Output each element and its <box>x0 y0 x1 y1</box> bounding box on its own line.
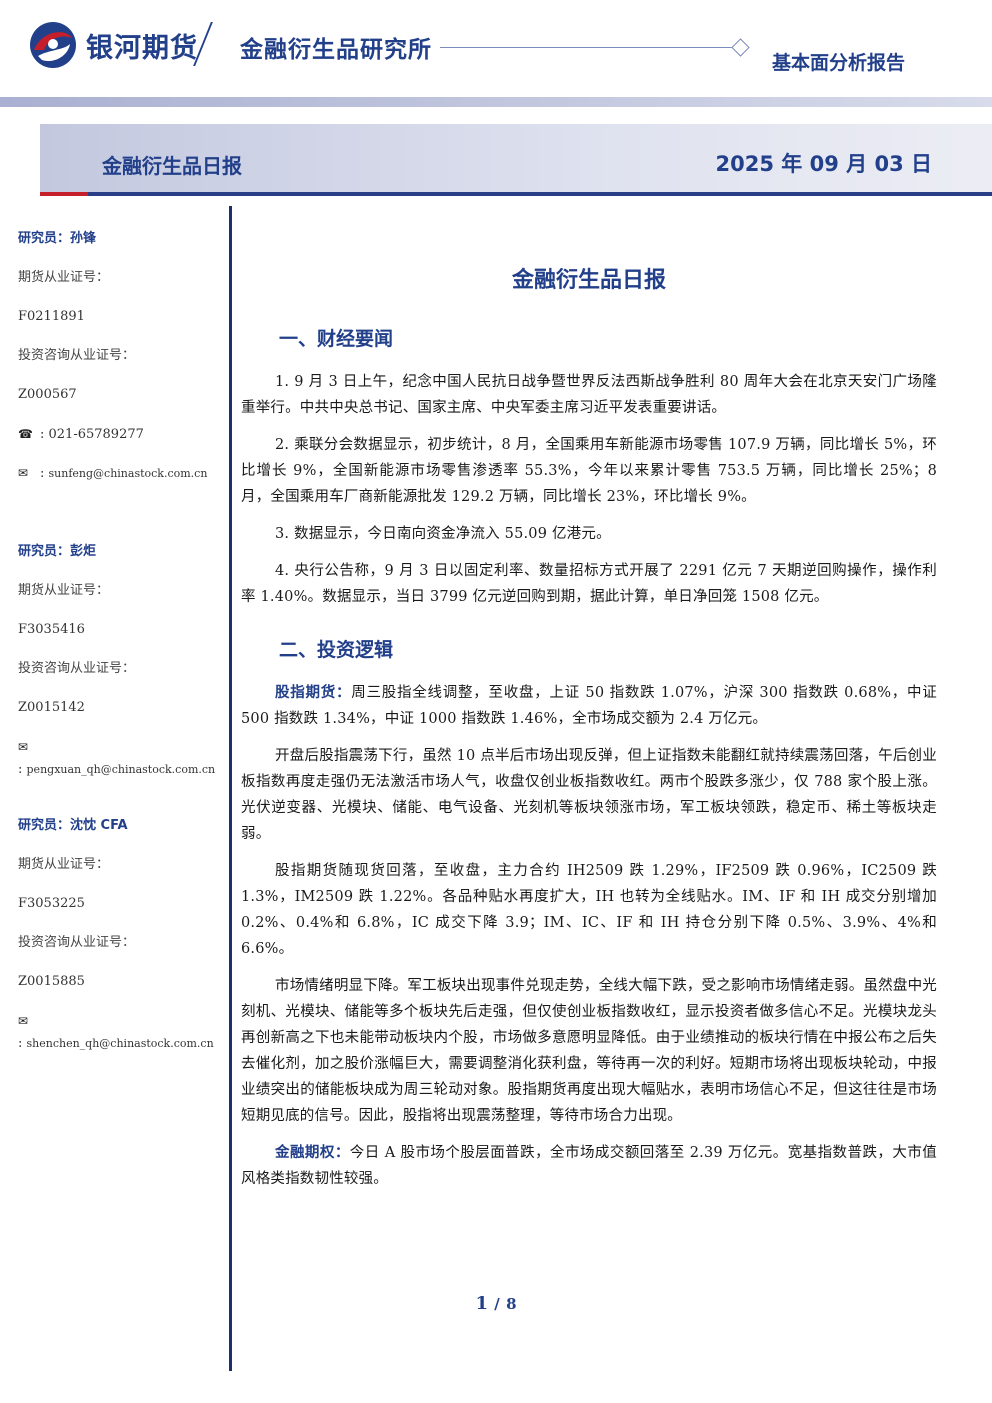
total-pages: 8 <box>506 1295 517 1313</box>
email-icon: ✉ <box>18 740 29 754</box>
invest-cert-label: 投资咨询从业证号： <box>18 348 136 363</box>
header-band <box>0 97 992 107</box>
analyst-sidebar: 研究员：孙锋 期货从业证号： F0211891 投资咨询从业证号： Z00056… <box>18 228 228 1089</box>
phone-number: 021-65789277 <box>48 427 144 442</box>
analyst-name-row: 研究员：孙锋 <box>18 228 228 267</box>
section-heading: 二、投资逻辑 <box>279 639 394 661</box>
brand-subtitle: 金融衍生品研究所 <box>240 37 432 63</box>
futures-cert: F3035416 <box>18 622 85 637</box>
invest-cert: Z0015142 <box>18 700 85 715</box>
brand-name: 银河期货 <box>86 33 198 64</box>
news-item: 1. 9 月 3 日上午，纪念中国人民抗日战争暨世界反法西斯战争胜利 80 周年… <box>241 374 937 416</box>
email-row: ✉: pengxuan_qh@chinastock.com.cn <box>18 736 228 777</box>
invest-cert-label: 投资咨询从业证号： <box>18 935 136 950</box>
invest-cert: Z0015885 <box>18 974 85 989</box>
analyst-name-label: 研究员： <box>18 818 71 833</box>
invest-cert-label: 投资咨询从业证号： <box>18 661 136 676</box>
column-divider <box>229 206 232 1371</box>
email-address[interactable]: pengxuan_qh@chinastock.com.cn <box>26 763 216 776</box>
analyst-name-row: 研究员：沈忱 CFA <box>18 815 228 854</box>
header-rule <box>440 47 732 48</box>
logic-paragraph: 股指期货随现货回落，至收盘，主力合约 IH2509 跌 1.29%，IF2509… <box>241 863 937 957</box>
logic-paragraph: 股指期货：周三股指全线调整，至收盘，上证 50 指数跌 1.07%，沪深 300… <box>241 680 937 732</box>
page-header: 银河期货 金融衍生品研究所 基本面分析报告 <box>0 0 992 107</box>
paragraph-body: 周三股指全线调整，至收盘，上证 50 指数跌 1.07%，沪深 300 指数跌 … <box>241 685 938 727</box>
report-type: 基本面分析报告 <box>772 52 906 74</box>
email-row: ✉: sunfeng@chinastock.com.cn <box>18 462 228 501</box>
analyst-name: 沈忱 CFA <box>70 818 128 833</box>
email-address[interactable]: shenchen_qh@chinastock.com.cn <box>26 1037 214 1050</box>
galaxy-logo-icon <box>30 22 76 68</box>
logic-paragraph: 金融期权：今日 A 股市场个股层面普跌，全市场成交额回落至 2.39 万亿元。宽… <box>241 1140 937 1192</box>
news-item: 3. 数据显示，今日南向资金净流入 55.09 亿港元。 <box>275 526 611 542</box>
analyst-name-row: 研究员：彭炬 <box>18 541 228 580</box>
futures-cert-label: 期货从业证号： <box>18 583 110 598</box>
current-page: 1 <box>475 1293 489 1314</box>
logic-paragraph: 市场情绪明显下降。军工板块出现事件兑现走势，全线大幅下跌，受之影响市场情绪走弱。… <box>241 978 937 1124</box>
email-address[interactable]: sunfeng@chinastock.com.cn <box>48 467 208 480</box>
title-accent <box>40 192 88 196</box>
news-item: 2. 乘联分会数据显示，初步统计，8 月，全国乘用车新能源市场零售 107.9 … <box>241 437 937 505</box>
document-title: 金融衍生品日报 <box>511 268 666 293</box>
futures-cert: F3053225 <box>18 896 85 911</box>
invest-cert: Z000567 <box>18 387 77 402</box>
paragraph-lead: 股指期货： <box>275 684 352 701</box>
main-content: 金融衍生品日报 一、财经要闻 1. 9 月 3 日上午，纪念中国人民抗日战争暨世… <box>241 262 937 1203</box>
news-item: 4. 央行公告称，9 月 3 日以固定利率、数量招标方式开展了 2291 亿元 … <box>241 563 937 605</box>
email-icon: ✉ <box>18 466 29 480</box>
report-title: 金融衍生品日报 <box>102 154 242 178</box>
futures-cert-label: 期货从业证号： <box>18 857 110 872</box>
analyst-card: 研究员：孙锋 期货从业证号： F0211891 投资咨询从业证号： Z00056… <box>18 228 228 501</box>
section-gap <box>241 621 937 635</box>
email-icon: ✉ <box>18 1014 29 1028</box>
page-separator: / <box>494 1295 500 1313</box>
futures-cert-label: 期货从业证号： <box>18 270 110 285</box>
futures-cert: F0211891 <box>18 309 85 324</box>
paragraph-body: 今日 A 股市场个股层面普跌，全市场成交额回落至 2.39 万亿元。宽基指数普跌… <box>241 1145 937 1187</box>
paragraph-lead: 金融期权： <box>275 1144 350 1161</box>
diamond-icon <box>731 38 750 57</box>
analyst-card: 研究员：沈忱 CFA 期货从业证号： F3053225 投资咨询从业证号： Z0… <box>18 815 228 1051</box>
analyst-name: 孙锋 <box>70 231 97 246</box>
logic-paragraph: 开盘后股指震荡下行，虽然 10 点半后市场出现反弹，但上证指数未能翻红就持续震荡… <box>241 748 937 842</box>
phone-icon: ☎ <box>18 427 33 441</box>
analyst-name-label: 研究员： <box>18 231 71 246</box>
analyst-card: 研究员：彭炬 期货从业证号： F3035416 投资咨询从业证号： Z00151… <box>18 541 228 777</box>
section-heading: 一、财经要闻 <box>279 328 394 350</box>
email-row: ✉: shenchen_qh@chinastock.com.cn <box>18 1010 228 1051</box>
analyst-name: 彭炬 <box>70 544 97 559</box>
analyst-name-label: 研究员： <box>18 544 71 559</box>
phone-row: ☎: 021-65789277 <box>18 423 228 462</box>
report-date: 2025 年 09 月 03 日 <box>715 152 932 176</box>
page-number: 1 / 8 <box>0 1293 992 1314</box>
title-bar: 金融衍生品日报 2025 年 09 月 03 日 <box>40 124 992 196</box>
